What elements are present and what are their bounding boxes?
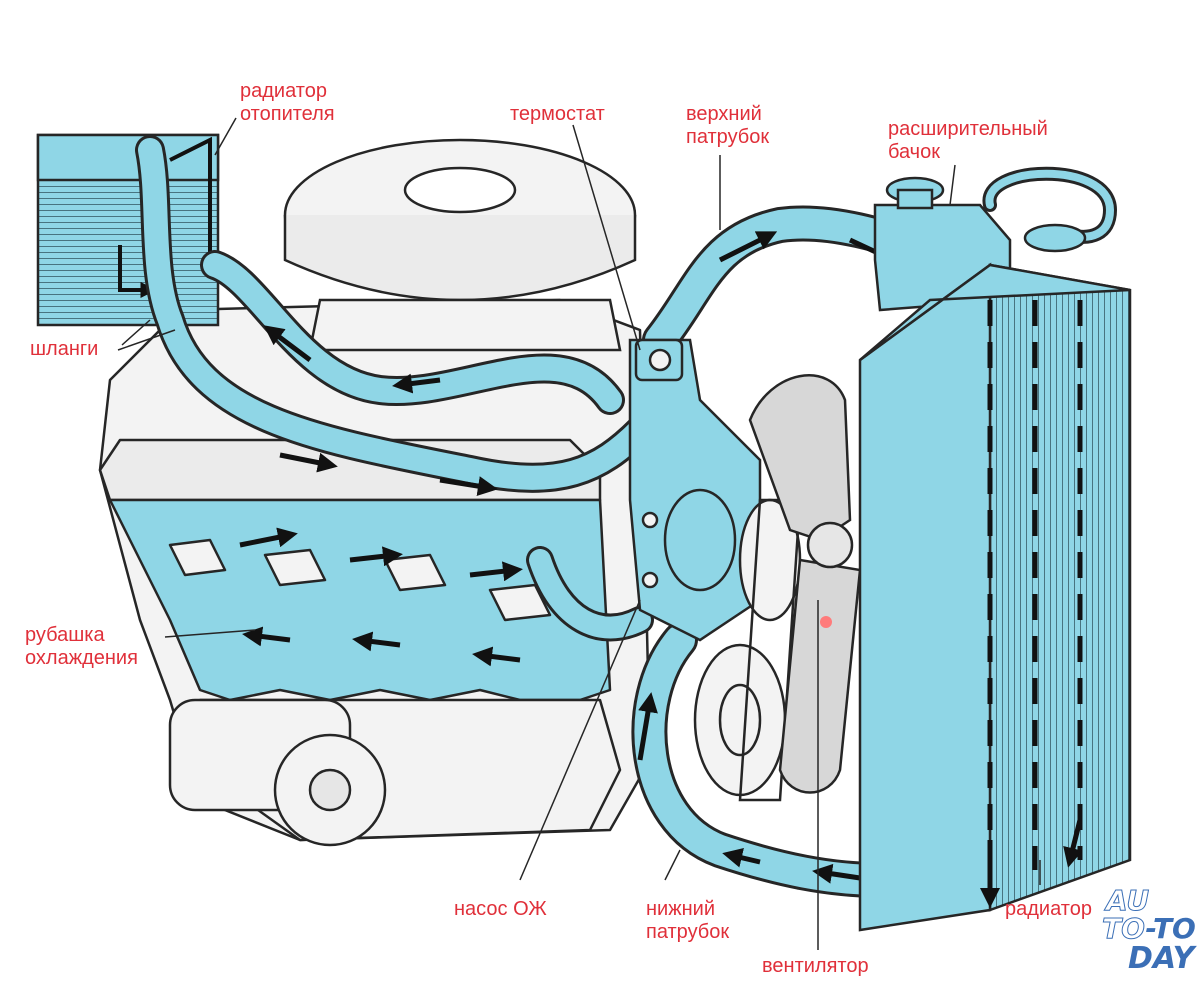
- watermark-line2-a: TO: [1101, 912, 1146, 945]
- label-hoses: шланги: [30, 338, 99, 360]
- leader-lines: [117, 117, 1041, 950]
- label-fan: вентилятор: [762, 955, 869, 977]
- label-water-jacket: рубашка охлаждения: [25, 624, 138, 670]
- label-heater-radiator-line2: отопителя: [240, 103, 335, 125]
- label-heater-radiator: радиатор отопителя: [240, 80, 335, 126]
- watermark-line3: DAY: [1128, 941, 1195, 976]
- thermostat-pump-housing: [628, 338, 762, 642]
- label-expansion-tank: расширительный бачок: [888, 118, 1048, 164]
- label-radiator: радиатор: [1005, 898, 1092, 920]
- label-water-jacket-line1: рубашка: [25, 624, 105, 646]
- watermark-line2-c: TO: [1152, 912, 1196, 945]
- heater-radiator: [36, 133, 220, 327]
- label-expansion-tank-line1: расширительный: [888, 118, 1048, 140]
- label-upper-hose: верхний патрубок: [686, 103, 769, 149]
- fan-blade: [748, 374, 862, 794]
- label-upper-hose-line2: патрубок: [686, 126, 770, 148]
- label-expansion-tank-line2: бачок: [888, 141, 940, 163]
- watermark-line1: AU: [1105, 884, 1150, 917]
- label-lower-hose-line1: нижний: [646, 898, 715, 920]
- label-coolant-pump: насос ОЖ: [454, 898, 547, 920]
- label-water-jacket-line2: охлаждения: [25, 647, 138, 669]
- label-heater-radiator-line1: радиатор: [240, 80, 327, 102]
- air-filter: [283, 138, 637, 352]
- label-lower-hose: нижний патрубок: [646, 898, 729, 944]
- label-thermostat: термостат: [510, 103, 605, 125]
- expansion-tank: [873, 176, 1087, 312]
- label-lower-hose-line2: патрубок: [646, 921, 730, 943]
- watermark-line2: TO-TO: [1101, 912, 1196, 945]
- label-upper-hose-line1: верхний: [686, 103, 762, 125]
- pulley-belt: [693, 498, 802, 802]
- starter-motor: [168, 698, 387, 847]
- watermark-line2-b: -: [1145, 912, 1153, 945]
- radiator: [858, 262, 1132, 932]
